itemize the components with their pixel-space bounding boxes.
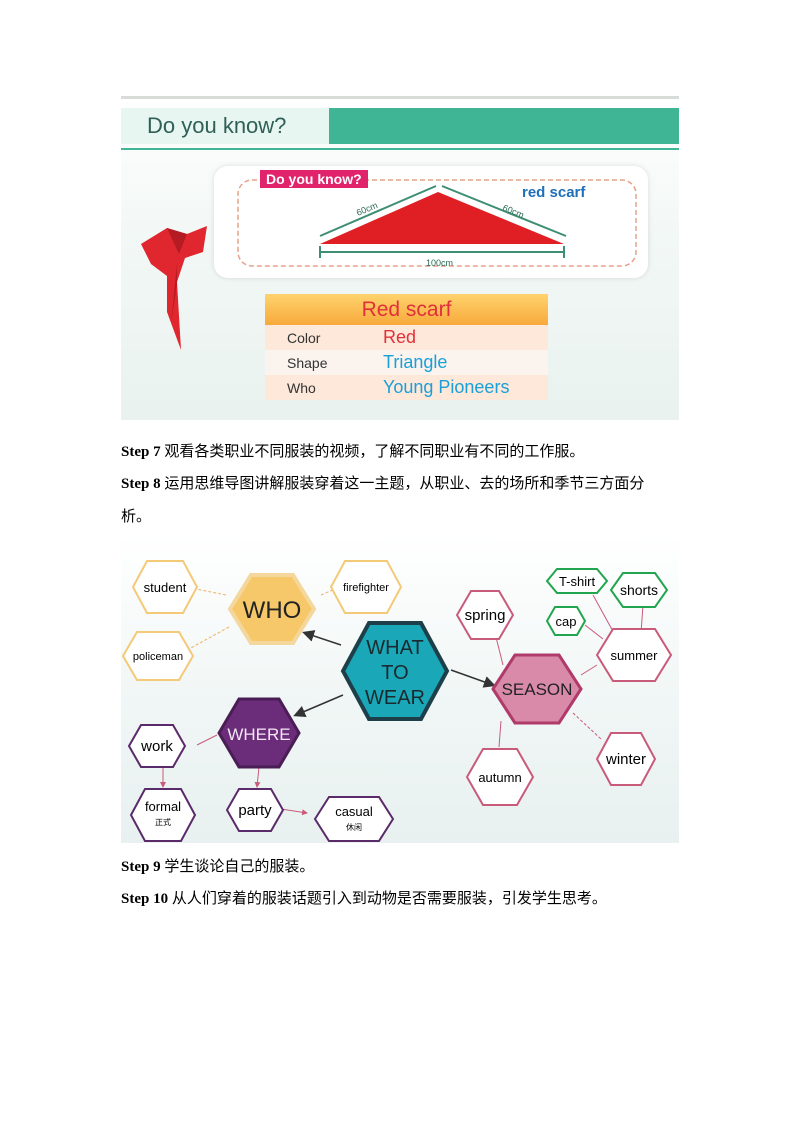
firefighter-node: firefighter bbox=[329, 560, 403, 614]
who-node: WHO bbox=[227, 573, 317, 645]
cap-node: cap bbox=[545, 606, 587, 636]
casual-label: casual bbox=[335, 804, 373, 819]
casual-node: casual 休闲 bbox=[313, 796, 395, 842]
center-line-3: WEAR bbox=[365, 687, 425, 709]
step-7: Step 7 观看各类职业不同服装的视频，了解不同职业有不同的工作服。 bbox=[121, 442, 681, 462]
policeman-label: policeman bbox=[133, 651, 183, 663]
slide-top-line bbox=[121, 96, 679, 99]
student-node: student bbox=[131, 560, 199, 614]
title-underline bbox=[121, 148, 679, 150]
step-text: 学生谈论自己的服装。 bbox=[164, 859, 315, 875]
tshirt-node: T-shirt bbox=[545, 568, 609, 594]
shorts-label: shorts bbox=[620, 582, 658, 598]
casual-cn-label: 休闲 bbox=[346, 822, 362, 832]
side-right-label: 60cm bbox=[501, 203, 525, 221]
autumn-label: autumn bbox=[478, 770, 521, 785]
shorts-node: shorts bbox=[609, 572, 669, 608]
work-label: work bbox=[140, 738, 173, 755]
title-band: Do you know? bbox=[121, 108, 679, 144]
step-8-continued: 析。 bbox=[121, 509, 152, 525]
where-label: WHERE bbox=[227, 725, 290, 744]
mind-map-slide: WHO student firefighter policeman WHAT T… bbox=[121, 535, 679, 843]
mind-map: WHO student firefighter policeman WHAT T… bbox=[121, 560, 673, 842]
formal-cn-label: 正式 bbox=[155, 817, 171, 827]
firefighter-label: firefighter bbox=[343, 582, 389, 594]
connector-lines bbox=[160, 588, 644, 816]
slide-title: Do you know? bbox=[121, 108, 329, 144]
center-line-1: WHAT bbox=[366, 637, 423, 659]
step-10: Step 10 从人们穿着的服装话题引入到动物是否需要服装，引发学生思考。 bbox=[121, 889, 681, 909]
row-value: Triangle bbox=[383, 352, 448, 372]
summer-node: summer bbox=[595, 628, 673, 682]
triangle-diagram: 60cm 60cm 100cm bbox=[237, 179, 637, 268]
step-label: Step 9 bbox=[121, 859, 161, 875]
table-body: Color Red Shape Triangle Who Young Pione… bbox=[265, 325, 548, 400]
step-8: Step 8 运用思维导图讲解服装穿着这一主题，从职业、去的场所和季节三方面分 bbox=[121, 474, 681, 494]
center-node: WHAT TO WEAR bbox=[340, 621, 450, 721]
center-line-2: TO bbox=[381, 662, 408, 684]
step-label: Step 10 bbox=[121, 891, 169, 907]
red-scarf-image bbox=[141, 226, 207, 350]
base-label: 100cm bbox=[426, 258, 453, 268]
step-label: Step 7 bbox=[121, 444, 161, 460]
table-header: Red scarf bbox=[265, 294, 548, 325]
cap-label: cap bbox=[556, 614, 577, 629]
who-label: WHO bbox=[243, 597, 302, 624]
table-row: Shape Triangle bbox=[265, 350, 548, 375]
formal-node: formal 正式 bbox=[129, 788, 197, 842]
step-9: Step 9 学生谈论自己的服装。 bbox=[121, 857, 681, 877]
winter-node: winter bbox=[595, 732, 657, 786]
policeman-node: policeman bbox=[121, 631, 195, 681]
spring-label: spring bbox=[465, 607, 506, 624]
formal-label: formal bbox=[145, 799, 181, 814]
step-text: 观看各类职业不同服装的视频，了解不同职业有不同的工作服。 bbox=[164, 444, 585, 460]
row-value: Red bbox=[383, 327, 417, 347]
tshirt-label: T-shirt bbox=[559, 574, 596, 589]
season-node: SEASON bbox=[491, 653, 583, 725]
row-key: Color bbox=[287, 329, 321, 346]
summer-label: summer bbox=[611, 648, 659, 663]
card-label: red scarf bbox=[522, 184, 586, 201]
work-node: work bbox=[127, 724, 187, 768]
step-text: 运用思维导图讲解服装穿着这一主题，从职业、去的场所和季节三方面分 bbox=[164, 476, 645, 492]
step-text: 从人们穿着的服装话题引入到动物是否需要服装，引发学生思考。 bbox=[171, 891, 607, 907]
spring-node: spring bbox=[455, 590, 515, 640]
party-label: party bbox=[238, 802, 272, 819]
table-row: Color Red bbox=[265, 325, 548, 350]
scarf-diagram-card: 60cm 60cm 100cm Do you know? red scarf bbox=[214, 166, 648, 278]
step-label: Step 8 bbox=[121, 476, 161, 492]
party-node: party bbox=[225, 788, 285, 832]
table-row: Who Young Pioneers bbox=[265, 375, 548, 400]
autumn-node: autumn bbox=[465, 748, 535, 806]
row-key: Shape bbox=[287, 354, 328, 371]
row-key: Who bbox=[287, 379, 316, 396]
winter-label: winter bbox=[605, 751, 646, 768]
where-node: WHERE bbox=[217, 697, 301, 769]
row-value: Young Pioneers bbox=[383, 377, 510, 397]
student-label: student bbox=[144, 580, 187, 595]
scarf-table: Red scarf Color Red Shape Triangle Who Y… bbox=[265, 294, 548, 400]
card-tag: Do you know? bbox=[260, 170, 368, 188]
season-label: SEASON bbox=[502, 680, 573, 699]
red-scarf-slide: Do you know? 60cm 60cm 100cm Do you know… bbox=[121, 96, 679, 420]
